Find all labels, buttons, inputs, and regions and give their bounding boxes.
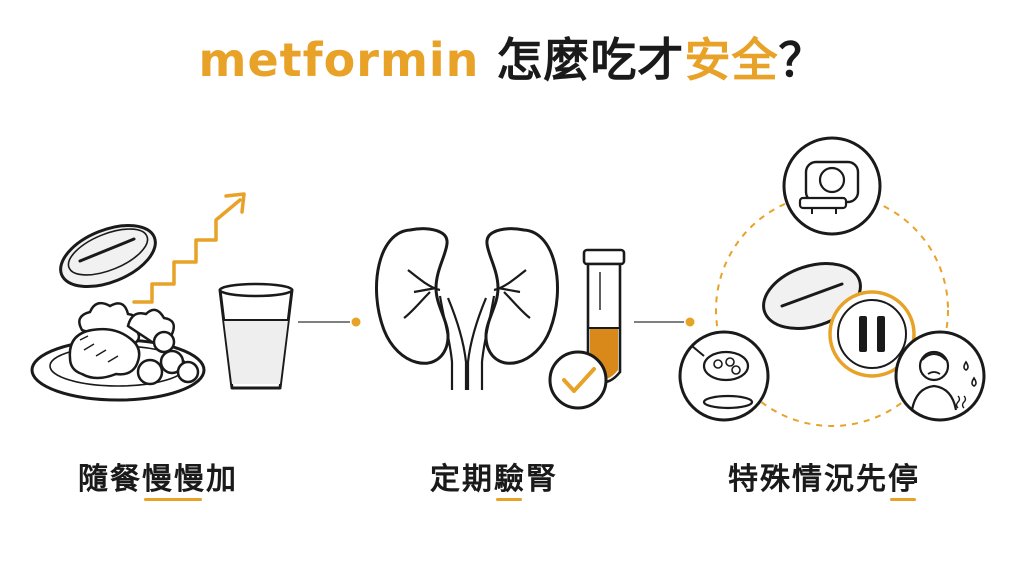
title-question: 怎麼吃才 [479,33,685,87]
sick-person-icon [894,330,986,422]
step-label-pre: 定期 [430,462,494,497]
dashed-ring [715,193,949,427]
step-label-pre: 特殊情況先 [728,462,888,497]
step-label-post: 加 [206,462,238,497]
title-highlight: 安全 [684,33,779,87]
check-icon [548,350,608,410]
food-plate-icon [30,301,206,402]
water-glass-icon [218,282,294,390]
pause-icon [828,290,916,378]
connector-1 [298,317,361,327]
title-question-mark: ？ [778,33,826,87]
step-label-highlight: 驗 [494,462,526,497]
connector-2 [634,317,695,327]
step-label-post: 腎 [526,462,558,497]
step-label-pre: 隨餐 [78,462,142,497]
mri-scanner-icon [782,136,882,236]
step-label-kidney: 定期驗腎 [430,458,558,502]
pill-icon [59,223,157,289]
step-label-highlight: 慢慢 [142,462,206,497]
step-label-highlight: 停 [888,462,920,497]
title-drug-name: metformin [198,33,480,87]
surgery-light-icon [678,330,770,422]
kidneys-icon [375,227,559,390]
page-title: metformin 怎麼吃才安全？ [0,30,1024,90]
step-label-stop: 特殊情況先停 [728,458,920,502]
step-label-meal: 隨餐慢慢加 [78,458,238,502]
rising-arrow-icon [132,192,246,304]
test-tube-icon [582,248,626,384]
